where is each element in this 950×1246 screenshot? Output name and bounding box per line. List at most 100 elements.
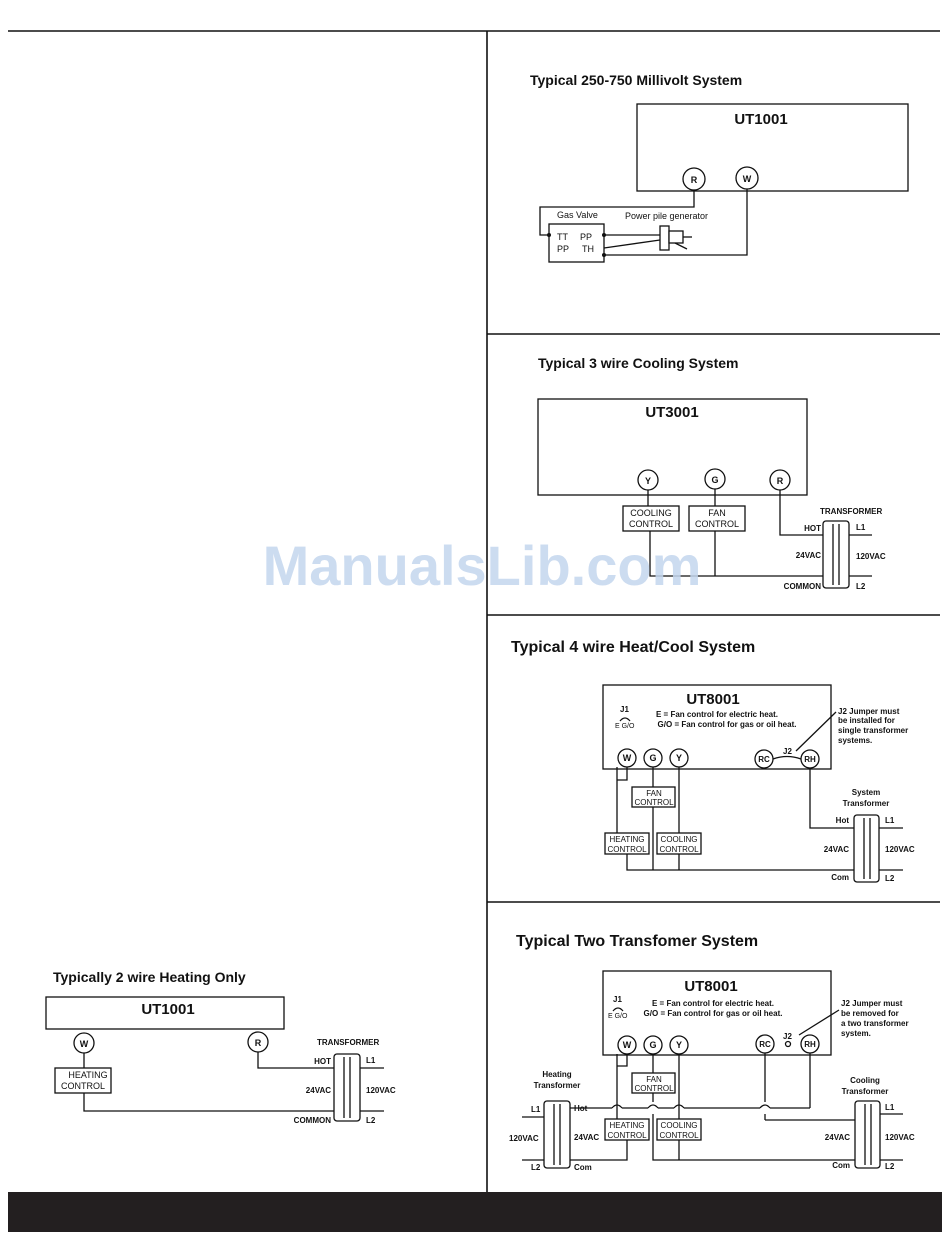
terminal-w-label: W (743, 174, 752, 184)
wire-crossovers (611, 1104, 771, 1109)
heating-transformer-box (543, 1100, 571, 1169)
two-transformer-system-diagram: Typical Two Transfomer System UT8001 J1 … (509, 933, 915, 1172)
generator-flame (674, 242, 688, 250)
heating-control-label: HEATING (610, 1121, 645, 1130)
generator-label: Power pile generator (625, 211, 708, 221)
diagram-title: Typical 3 wire Cooling System (538, 355, 738, 371)
24vac-label: 24VAC (796, 551, 821, 560)
common-wire (626, 854, 854, 871)
millivolt-system-diagram: Typical 250-750 Millivolt System UT1001 … (530, 72, 909, 263)
l2-label: L2 (366, 1116, 376, 1125)
120vac-label: 120VAC (856, 552, 886, 561)
24vac-label: 24VAC (824, 845, 849, 854)
terminal-rc-label: RC (758, 755, 770, 764)
120vac-label: 120VAC (885, 845, 915, 854)
j2-jumper (772, 755, 802, 760)
24vac-label: 24VAC (306, 1086, 331, 1095)
transformer-box (333, 1053, 361, 1122)
cooling-com-wire (652, 1114, 855, 1161)
j1-sub-label: E G/O (608, 1013, 628, 1020)
j2-note: J2 Jumper must (838, 707, 900, 716)
fan-control-box (688, 505, 746, 532)
hot-wire (779, 490, 823, 536)
transformer-box (853, 814, 880, 883)
terminal-w-label: W (623, 753, 632, 763)
l1-label: L1 (885, 1103, 895, 1112)
model-label: UT1001 (734, 111, 787, 128)
j2-label: J2 (783, 747, 792, 756)
120vac-label: 120VAC (885, 1133, 915, 1142)
fan-control-label: FAN (708, 508, 726, 518)
generator-wire-bottom (603, 239, 661, 249)
hot-label: HOT (314, 1057, 331, 1066)
l2-label: L2 (856, 582, 866, 591)
120vac-label: 120VAC (509, 1134, 539, 1143)
24vac-label: 24VAC (825, 1133, 850, 1142)
j1-label: J1 (620, 705, 629, 714)
junction-dot (547, 233, 551, 237)
terminal-g-label: G (649, 753, 656, 763)
diagram-title: Typical Two Transfomer System (516, 933, 758, 950)
heating-only-diagram: Typically 2 wire Heating Only UT1001 W R… (45, 969, 396, 1125)
system-transformer-label: Transformer (843, 799, 890, 808)
l2-label: L2 (531, 1163, 541, 1172)
cooling-transformer-label: Transformer (842, 1087, 889, 1096)
go-note: G/O = Fan control for gas or oil heat. (658, 720, 797, 729)
cooling-transformer-label: Cooling (850, 1076, 880, 1085)
diagram-title: Typically 2 wire Heating Only (53, 969, 246, 985)
footer-bar (8, 1192, 942, 1232)
cooling-transformer-box (854, 1100, 881, 1169)
terminal-y-label: Y (676, 753, 682, 763)
j2-label: J2 (783, 1032, 792, 1041)
l2-label: L2 (885, 874, 895, 883)
hot-label: Hot (574, 1104, 588, 1113)
terminal-y-label: Y (676, 1040, 682, 1050)
terminal-rc-label: RC (759, 1040, 771, 1049)
l1-label: L1 (531, 1105, 541, 1114)
j2-pin (784, 1040, 792, 1048)
heating-transformer-label: Heating (542, 1070, 571, 1079)
terminal-w-label: W (623, 1040, 632, 1050)
terminal-y-label: Y (645, 476, 651, 486)
cooling-control-label: CONTROL (629, 519, 673, 529)
heating-control-label: CONTROL (607, 845, 647, 854)
heating-control-label: HEATING (610, 835, 645, 844)
j1-jumper (612, 1007, 624, 1012)
thermostat-box (45, 996, 285, 1030)
transformer-label: TRANSFORMER (820, 507, 882, 516)
hot-wire (257, 1052, 334, 1069)
hot-wire (809, 768, 854, 829)
cooling-system-diagram: Typical 3 wire Cooling System UT3001 Y G… (537, 355, 886, 591)
j2-pointer (798, 1009, 840, 1036)
j2-note: J2 Jumper must (841, 999, 903, 1008)
120vac-label: 120VAC (366, 1086, 396, 1095)
j1-jumper (619, 717, 631, 722)
heating-control-label: CONTROL (61, 1081, 105, 1091)
junction-dot (602, 253, 606, 257)
heating-transformer-label: Transformer (534, 1081, 581, 1090)
thermostat-box (636, 103, 909, 192)
model-label: UT8001 (686, 691, 739, 708)
common-wire (83, 1093, 334, 1112)
com-label: Com (574, 1163, 592, 1172)
go-note: G/O = Fan control for gas or oil heat. (644, 1009, 783, 1018)
wire-w-branch (617, 767, 628, 781)
j1-label: J1 (613, 995, 622, 1004)
thermostat-box (602, 970, 832, 1056)
common-wire (649, 531, 823, 577)
diagram-title: Typical 250-750 Millivolt System (530, 72, 742, 88)
e-note: E = Fan control for electric heat. (656, 710, 778, 719)
wire-w (604, 189, 748, 256)
generator-body (668, 230, 684, 244)
model-label: UT8001 (684, 978, 737, 995)
j2-note: single transformer (838, 726, 908, 735)
valve-th-label: TH (582, 244, 594, 254)
wire-w-branch (617, 1054, 628, 1067)
fan-control-label: FAN (646, 1075, 662, 1084)
j2-pointer (795, 711, 837, 752)
terminal-rc (754, 749, 774, 769)
heating-control-label: HEATING (68, 1070, 107, 1080)
terminal-rh-label: RH (804, 1040, 816, 1049)
terminal-rh-label: RH (804, 755, 816, 764)
